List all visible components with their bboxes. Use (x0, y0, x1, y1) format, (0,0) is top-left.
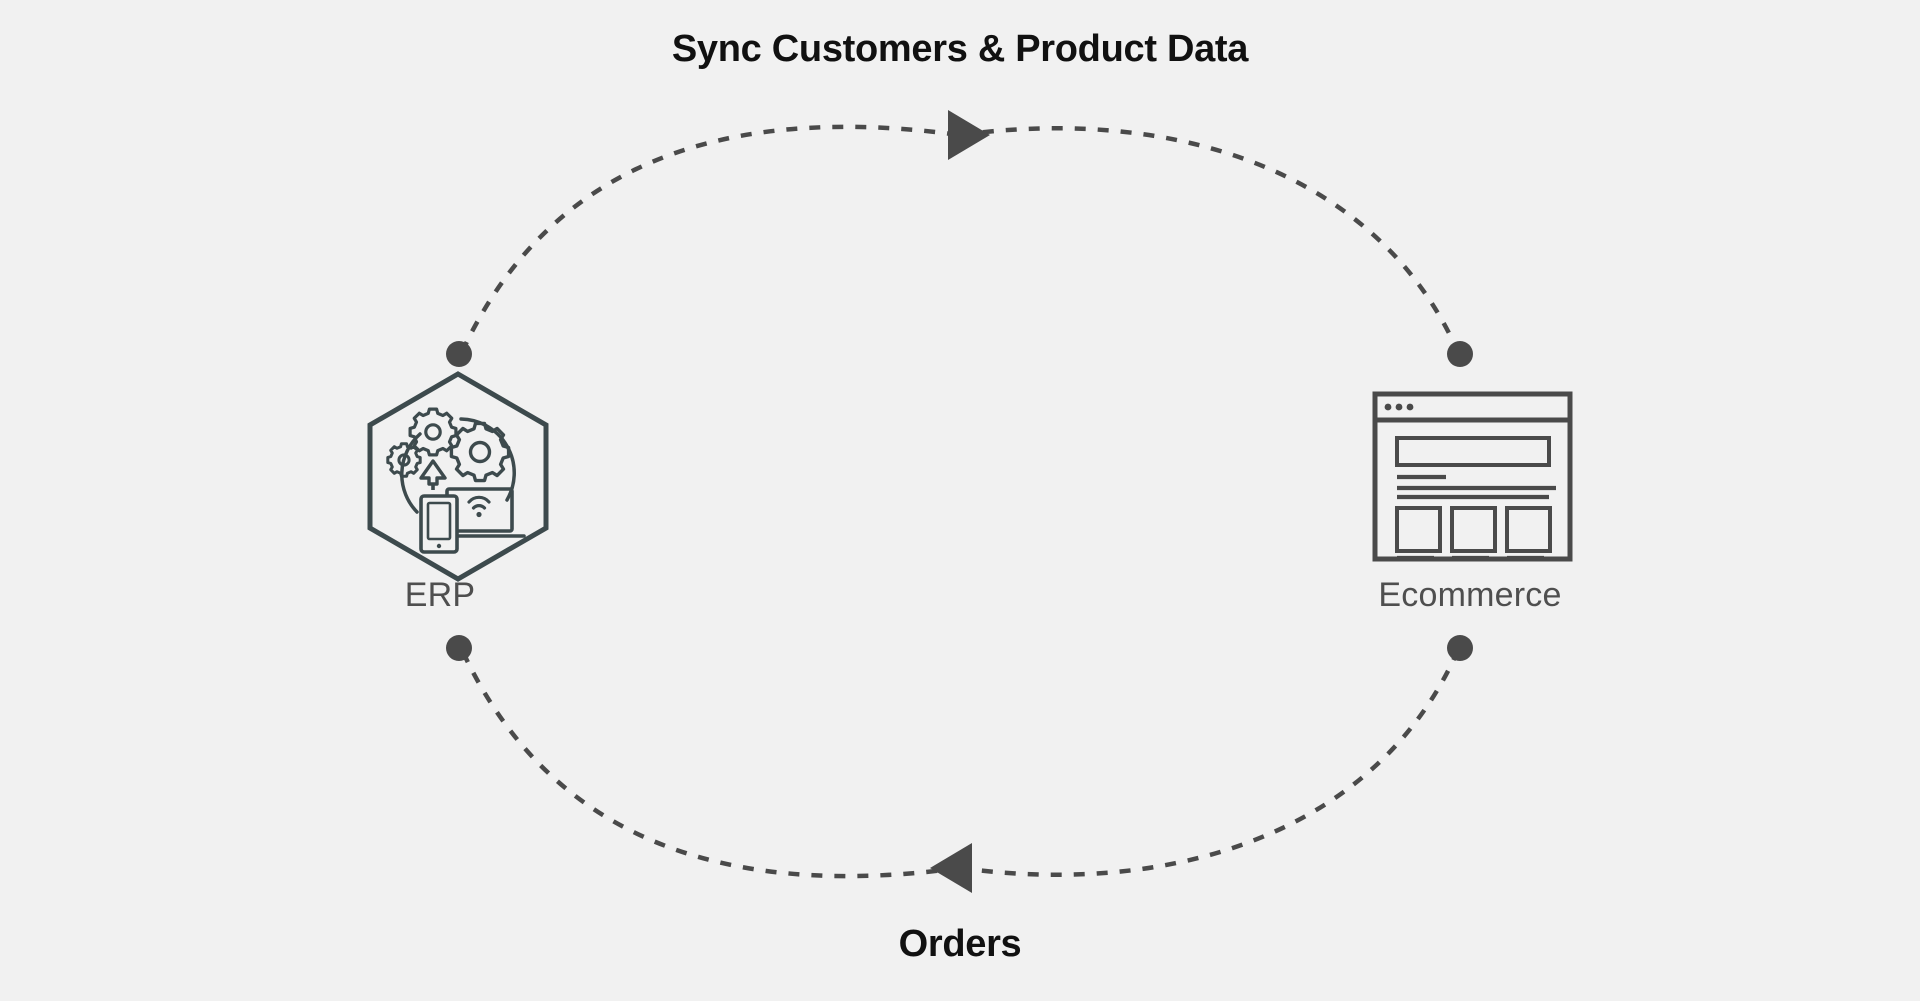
gear-small-icon (386, 442, 422, 478)
arrow-head-right-icon (948, 110, 990, 160)
flow-top-endpoint-dot-ecommerce (1447, 341, 1473, 367)
erp-node-icon[interactable] (367, 371, 549, 582)
flow-bottom-group (446, 635, 1473, 893)
flow-top-group (446, 110, 1473, 367)
hero-banner-icon (1395, 436, 1551, 467)
arc-left-icon (400, 432, 422, 514)
ecommerce-node-label: Ecommerce (1378, 576, 1562, 614)
arrow-head-left-icon (930, 843, 972, 893)
flow-top-endpoint-dot-erp (446, 341, 472, 367)
product-card-3 (1505, 506, 1552, 561)
flow-top-path-right (959, 126, 1461, 353)
flow-bottom-path-right (959, 649, 1461, 877)
gear-large-icon (449, 421, 511, 483)
gear-medium-icon (408, 407, 458, 457)
content-text-lines-icon (1397, 474, 1556, 500)
hexagon-outline-icon (367, 371, 549, 582)
erp-node-label: ERP (404, 576, 476, 614)
flow-bottom-path-left (459, 649, 961, 879)
ecommerce-node-icon[interactable] (1372, 391, 1573, 562)
product-card-2 (1450, 506, 1497, 561)
flow-top-label: Sync Customers & Product Data (671, 28, 1249, 70)
smartphone-icon (419, 494, 459, 554)
flow-top-path-left (459, 124, 961, 353)
product-card-1 (1395, 506, 1442, 561)
flow-bottom-endpoint-dot-erp (446, 635, 472, 661)
flow-bottom-label: Orders (898, 923, 1022, 965)
titlebar-dots-icon (1384, 403, 1414, 411)
flow-bottom-endpoint-dot-ecommerce (1447, 635, 1473, 661)
